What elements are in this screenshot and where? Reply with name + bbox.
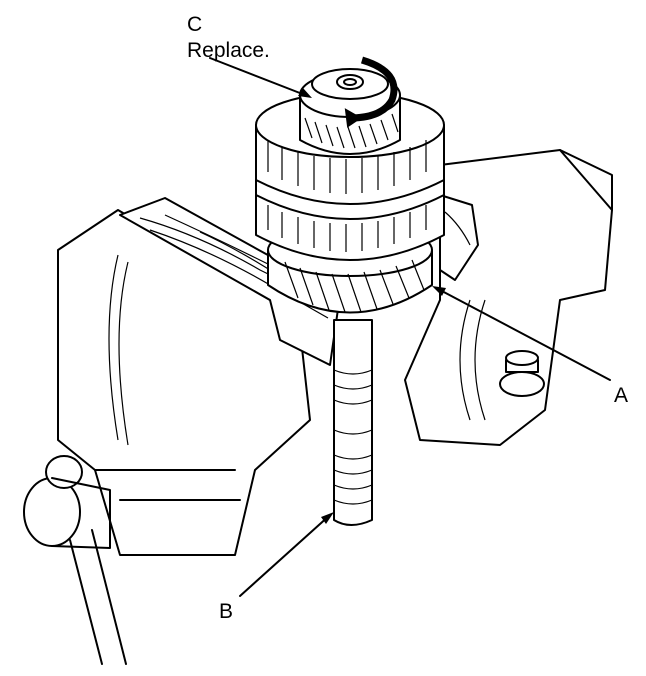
callout-a-label: A xyxy=(614,384,629,407)
rotation-arrow-icon xyxy=(344,56,398,128)
vise-handle-bar xyxy=(69,529,127,665)
shaft xyxy=(333,319,373,526)
wood-block-rear xyxy=(439,194,479,281)
vise-body xyxy=(57,209,311,556)
callout-b-label: B xyxy=(219,600,234,623)
leader-lines xyxy=(209,57,611,597)
callout-c-label: C xyxy=(187,13,203,36)
callout-c-note: Replace. xyxy=(187,39,270,62)
vise-bolt xyxy=(499,350,545,397)
vise-screw-cap xyxy=(23,455,111,549)
